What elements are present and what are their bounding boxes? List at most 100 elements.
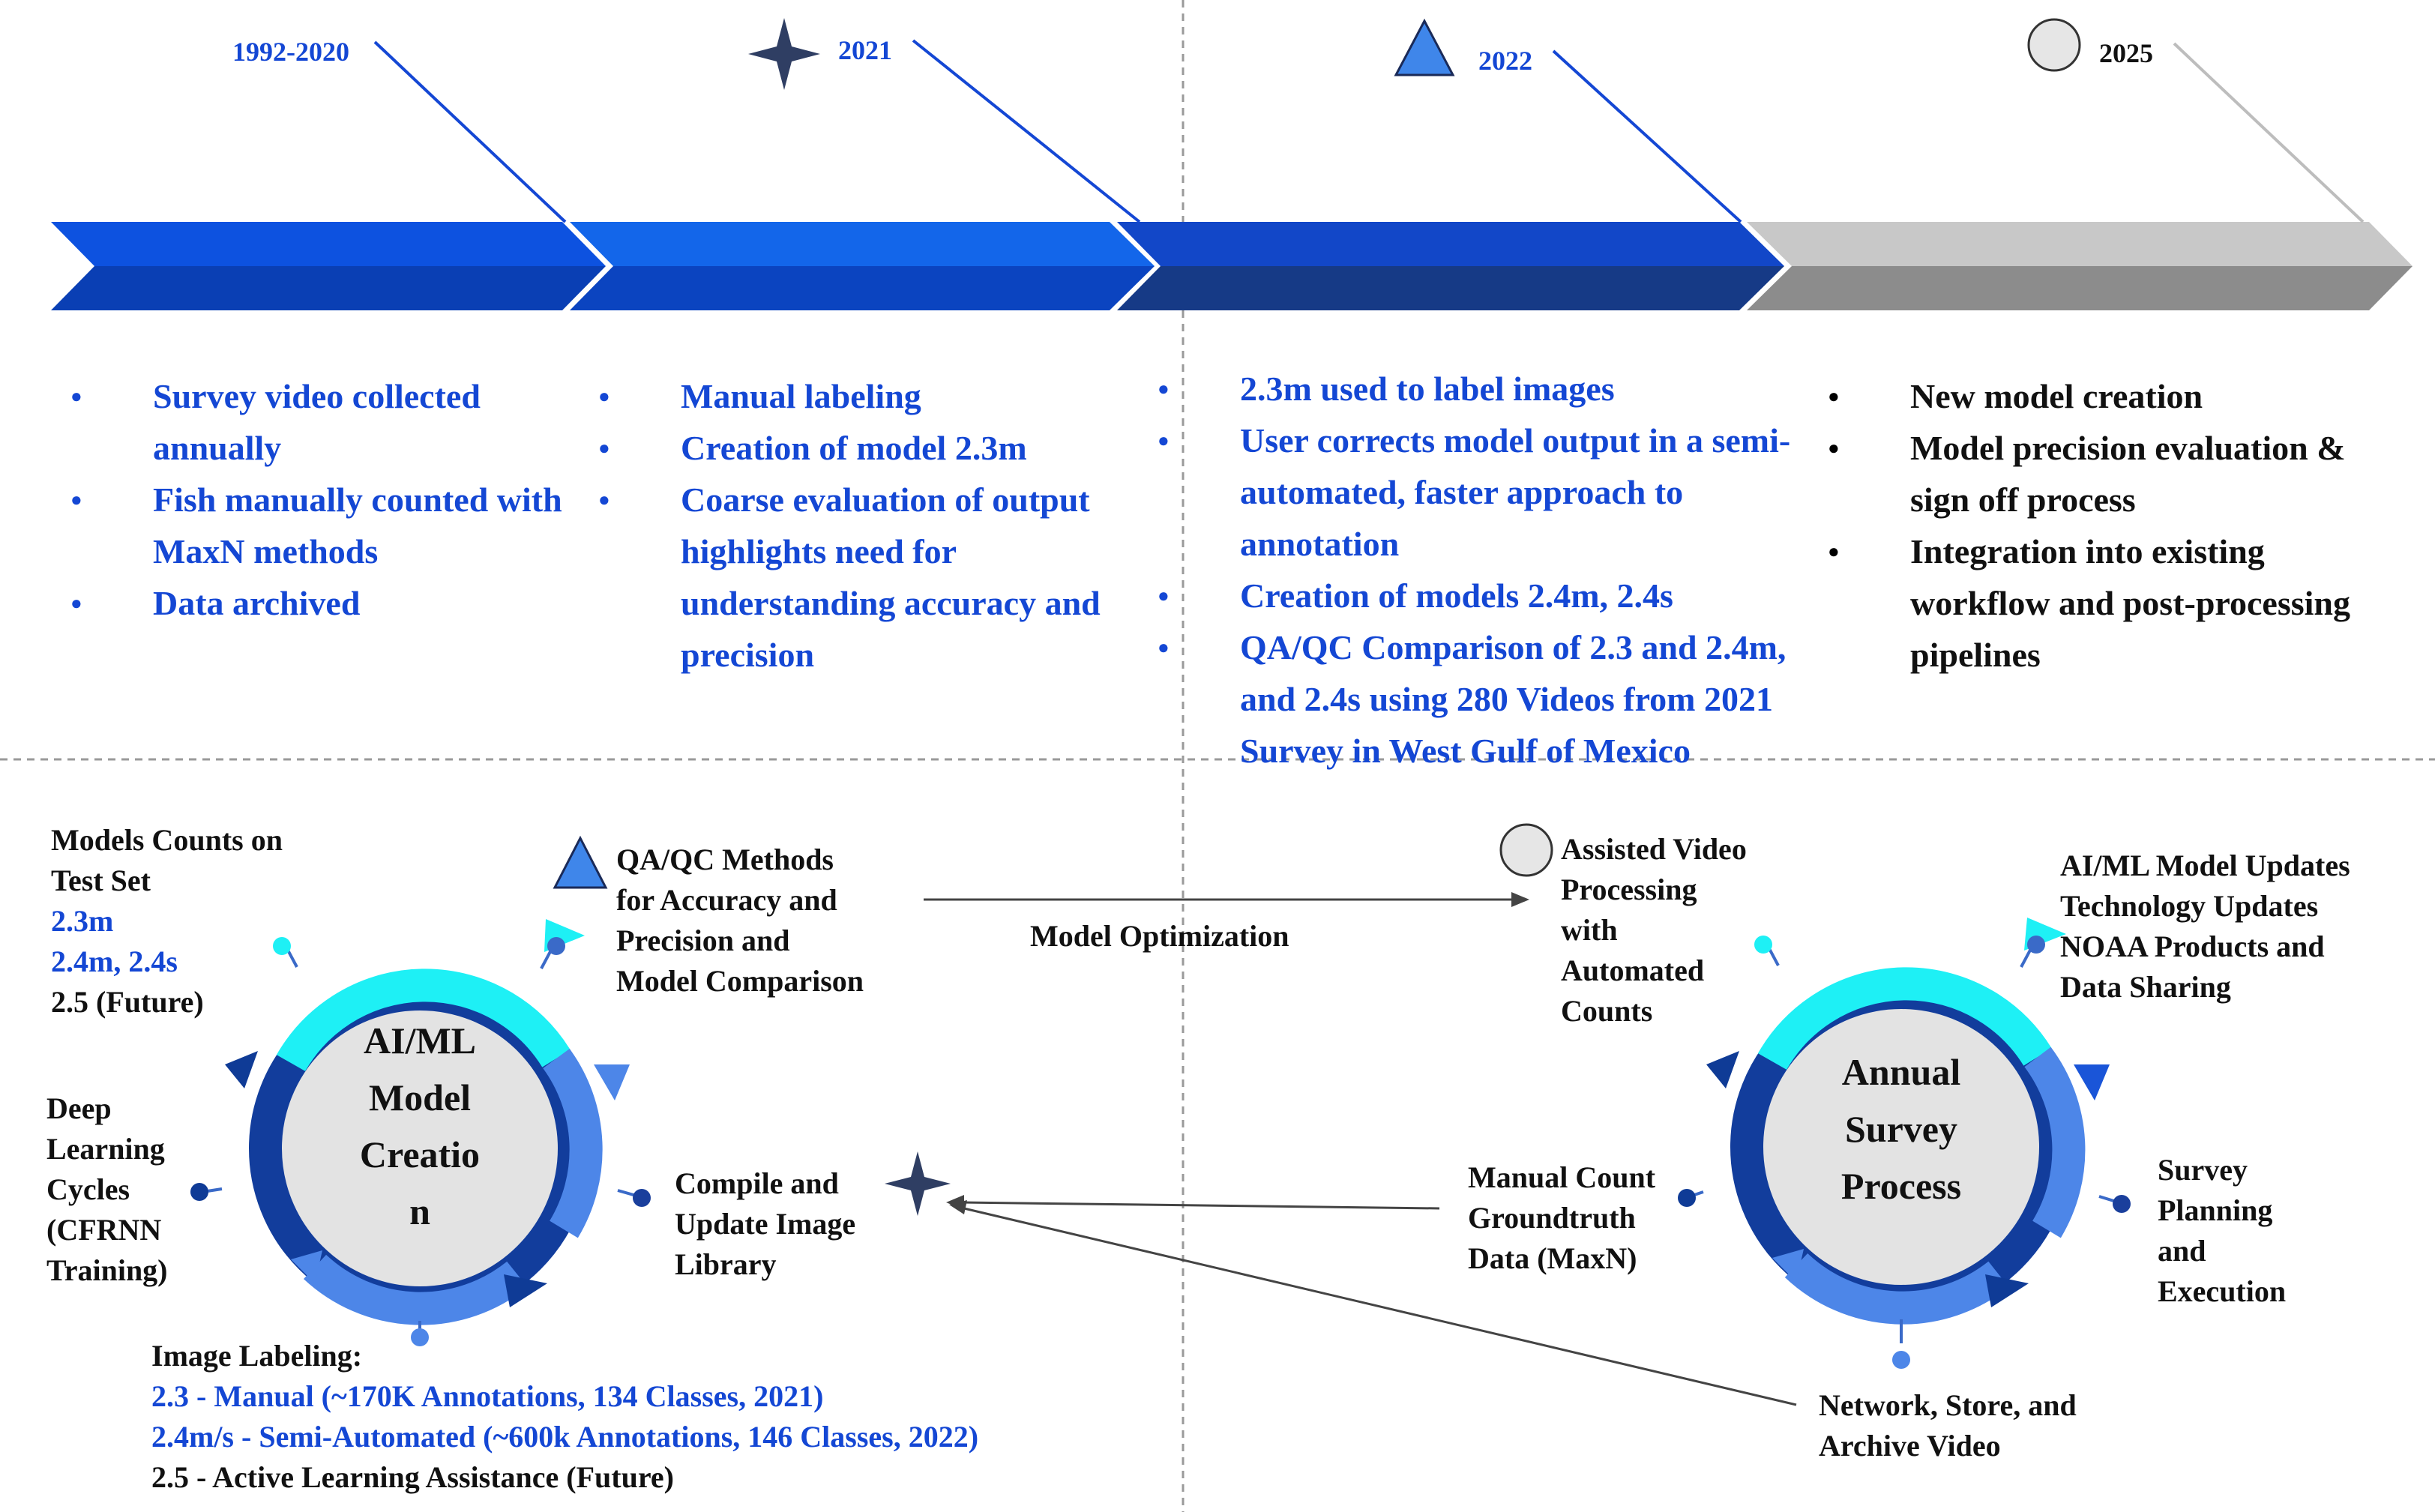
label-line: Data Sharing — [2060, 970, 2231, 1004]
chevron-2-bottom — [570, 266, 1155, 310]
label-line: Model Comparison — [616, 964, 864, 998]
label-line: Deep — [46, 1091, 112, 1125]
label-line: Compile and — [675, 1166, 839, 1200]
list-item: Data archived — [70, 577, 573, 629]
label-line: Survey — [2158, 1153, 2248, 1187]
year-label-2025: 2025 — [2099, 38, 2153, 68]
label-line: AI/ML Model Updates — [2060, 849, 2350, 882]
updates-label: AI/ML Model Updates Technology Updates N… — [2060, 846, 2350, 1008]
label-line: Groundtruth — [1468, 1201, 1636, 1235]
label-line: Execution — [2158, 1274, 2287, 1308]
label-line: Library — [675, 1247, 777, 1281]
counts-heading-line: Test Set — [51, 864, 151, 897]
center-line: n — [409, 1190, 430, 1232]
chevron-2-top — [570, 222, 1155, 266]
count-2-5: 2.5 (Future) — [51, 985, 204, 1019]
star-icon — [748, 18, 820, 90]
circle-icon — [2027, 18, 2081, 72]
label-line: Update Image — [675, 1207, 856, 1241]
labeling-line-2-3: 2.3 - Manual (~170K Annotations, 134 Cla… — [151, 1379, 824, 1413]
labeling-line-2-4: 2.4m/s - Semi-Automated (~600k Annotatio… — [151, 1420, 979, 1454]
year-label-2022: 2022 — [1478, 46, 1532, 76]
network-store-label: Network, Store, and Archive Video — [1819, 1385, 2077, 1466]
label-line: Automated — [1561, 954, 1705, 987]
center-line: AI/ML — [364, 1019, 476, 1061]
left-cycle — [190, 919, 651, 1346]
label-line: QA/QC Methods — [616, 843, 834, 876]
survey-planning-label: Survey Planning and Execution — [2158, 1150, 2286, 1312]
phase-list-2025: New model creation Model precision evalu… — [1828, 370, 2405, 681]
right-cycle-center-label: Annual Survey Process — [1781, 1043, 2021, 1214]
qaqc-triangle-icon — [553, 835, 608, 889]
label-line: with — [1561, 913, 1618, 947]
label-line: Counts — [1561, 994, 1653, 1028]
center-line: Model — [368, 1076, 472, 1118]
right-cycle — [1678, 918, 2131, 1369]
chevron-1-top — [51, 222, 606, 266]
year-label-2021: 2021 — [838, 35, 892, 65]
phase-list-2021: Manual labeling Creation of model 2.3m C… — [598, 370, 1116, 681]
list-item: Model precision evaluation & sign off pr… — [1828, 422, 2405, 525]
chevron-1-bottom — [51, 266, 606, 310]
list-item: Manual labeling — [598, 370, 1116, 422]
label-line: Cycles — [46, 1172, 130, 1206]
leader-1992 — [373, 40, 567, 223]
list-item: New model creation — [1828, 370, 2405, 422]
phase-list-1992-2020: Survey video collected annually Fish man… — [70, 370, 573, 629]
list-item: Coarse evaluation of output highlights n… — [598, 474, 1116, 681]
timeline-arrow — [51, 222, 2413, 310]
list-item: User corrects model output in a semi-aut… — [1158, 415, 1795, 570]
list-item: Creation of models 2.4m, 2.4s — [1158, 570, 1795, 621]
label-line: Network, Store, and — [1819, 1388, 2077, 1422]
center-line: Process — [1840, 1165, 1962, 1207]
labeling-heading: Image Labeling: — [151, 1339, 363, 1373]
label-line: Archive Video — [1819, 1429, 2001, 1463]
list-item: Creation of model 2.3m — [598, 422, 1116, 474]
label-line: Data (MaxN) — [1468, 1241, 1637, 1275]
list-item: Integration into existing workflow and p… — [1828, 525, 2405, 681]
leader-2025 — [2173, 42, 2365, 223]
count-2-3m: 2.3m — [51, 904, 114, 938]
labeling-line-2-5: 2.5 - Active Learning Assistance (Future… — [151, 1460, 674, 1494]
connector-arrows — [924, 892, 1797, 1406]
list-item: Survey video collected annually — [70, 370, 573, 474]
count-2-4m: 2.4m, 2.4s — [51, 945, 178, 978]
compile-library-label: Compile and Update Image Library — [675, 1163, 855, 1285]
list-item: QA/QC Comparison of 2.3 and 2.4m, and 2.… — [1158, 621, 1795, 777]
label-line: Assisted Video — [1561, 832, 1747, 866]
triangle-icon — [1394, 18, 1455, 76]
label-line: for Accuracy and — [616, 883, 837, 917]
chevron-4-top — [1747, 222, 2413, 266]
compile-star-icon — [885, 1151, 951, 1216]
center-line: Creatio — [359, 1133, 481, 1175]
models-counts-label: Models Counts on Test Set 2.3m 2.4m, 2.4… — [51, 820, 283, 1022]
label-line: Processing — [1561, 873, 1697, 906]
qaqc-methods-label: QA/QC Methods for Accuracy and Precision… — [616, 840, 864, 1002]
model-optimization-label: Model Optimization — [1030, 919, 1289, 953]
leader-2022 — [1552, 49, 1742, 223]
chevron-4-bottom — [1747, 266, 2413, 310]
label-line: Precision and — [616, 924, 790, 957]
list-item: 2.3m used to label images — [1158, 363, 1795, 415]
counts-heading-line: Models Counts on — [51, 823, 283, 857]
image-labeling-label: Image Labeling: 2.3 - Manual (~170K Anno… — [151, 1336, 978, 1498]
label-line: NOAA Products and — [2060, 930, 2325, 963]
chevron-3-bottom — [1117, 266, 1784, 310]
label-line: and — [2158, 1234, 2206, 1268]
label-line: Planning — [2158, 1193, 2273, 1227]
center-line: Survey — [1845, 1108, 1957, 1150]
label-line: Manual Count — [1468, 1160, 1656, 1194]
label-line: Training) — [46, 1253, 168, 1287]
center-line: Annual — [1841, 1051, 1961, 1093]
list-item: Fish manually counted with MaxN methods — [70, 474, 573, 577]
assisted-video-label: Assisted Video Processing with Automated… — [1561, 829, 1747, 1031]
manual-count-label: Manual Count Groundtruth Data (MaxN) — [1468, 1157, 1655, 1279]
label-line: Technology Updates — [2060, 889, 2319, 923]
assisted-circle-icon — [1499, 823, 1553, 877]
chevron-3-top — [1117, 222, 1784, 266]
phase-list-2022: 2.3m used to label images User corrects … — [1158, 363, 1795, 777]
label-line: Learning — [46, 1132, 165, 1166]
year-label-1992-2020: 1992-2020 — [232, 37, 349, 67]
leader-2021 — [912, 39, 1141, 223]
